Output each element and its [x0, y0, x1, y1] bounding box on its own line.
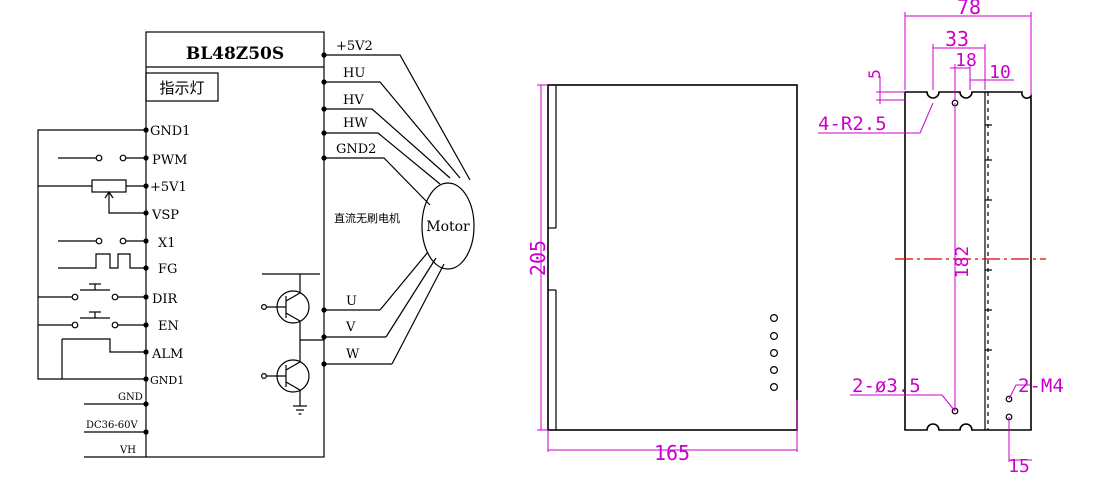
hall-wiring — [324, 54, 471, 206]
terminal-dir: DIR — [152, 292, 179, 307]
dim-18-label: 18 — [955, 50, 977, 71]
front-view: 205 165 — [526, 84, 798, 465]
dim-165 — [547, 400, 798, 452]
note-radius-label: 4-R2.5 — [818, 113, 887, 135]
power-vh-label: VH — [119, 445, 136, 456]
terminal-alm: ALM — [151, 347, 183, 362]
terminal-hw: HW — [343, 116, 368, 131]
dim-5-label: 5 — [865, 69, 884, 79]
motor-label: Motor — [426, 219, 470, 235]
terminal-w: W — [346, 347, 360, 362]
hall-terminal-labels: +5V2 HU HV HW GND2 — [336, 39, 376, 157]
hall-dots — [321, 52, 327, 367]
controller-model: BL48Z50S — [186, 44, 284, 64]
side-outline — [904, 91, 1032, 431]
left-terminal-labels: GND1 PWM +5V1 VSP X1 FG DIR EN ALM GND1 — [150, 124, 190, 387]
external-wiring — [37, 129, 146, 458]
terminal-en: EN — [158, 319, 179, 334]
side-view: 78 33 18 10 5 182 4-R2.5 2-ø3.5 2-M4 15 — [818, 0, 1064, 477]
dim-182-label: 182 — [952, 246, 973, 279]
wiring-diagram: BL48Z50S 指示灯 GND1 PWM +5V1 VSP X1 FG DIR… — [37, 31, 475, 458]
phase-wiring — [324, 251, 445, 365]
front-led-holes — [769, 314, 778, 392]
note-thread-label: 2-M4 — [1018, 375, 1064, 397]
terminal-hu: HU — [343, 66, 365, 81]
power-dc-label: DC36-60V — [86, 420, 138, 431]
side-dimensions — [818, 12, 1032, 462]
terminal-gnd1-bottom: GND1 — [150, 374, 184, 387]
terminal-v: V — [345, 320, 356, 335]
terminal-x1: X1 — [158, 236, 176, 251]
dim-10-label: 10 — [989, 62, 1011, 83]
indicator-box — [145, 72, 219, 102]
transistor-lower — [261, 340, 310, 415]
dim-33-label: 33 — [945, 27, 969, 51]
terminal-gnd2: GND2 — [336, 142, 376, 157]
terminal-u: U — [346, 294, 357, 309]
terminal-hv: HV — [343, 93, 364, 108]
indicator-label: 指示灯 — [159, 79, 204, 97]
terminal-gnd1: GND1 — [150, 124, 190, 139]
side-slot-marks — [985, 124, 992, 351]
terminal-5v2: +5V2 — [336, 39, 373, 54]
thread-hole-1 — [1005, 395, 1013, 403]
dim-78-label: 78 — [957, 0, 981, 19]
motor-symbol — [421, 182, 475, 270]
dim-15-label: 15 — [1008, 456, 1030, 477]
transistor-upper — [261, 273, 324, 341]
terminal-vsp: VSP — [151, 208, 179, 223]
terminal-5v1: +5V1 — [150, 180, 187, 195]
terminal-fg: FG — [158, 262, 177, 277]
controller-box — [145, 31, 325, 458]
power-gnd-label: GND — [118, 392, 143, 403]
dim-205-label: 205 — [526, 240, 550, 276]
terminal-pwm: PWM — [152, 153, 187, 168]
note-hole-label: 2-ø3.5 — [852, 375, 921, 397]
dim-165-label: 165 — [654, 441, 690, 465]
front-outline — [547, 84, 798, 431]
dim-205 — [537, 84, 548, 431]
motor-type-label: 直流无刷电机 — [334, 211, 400, 225]
